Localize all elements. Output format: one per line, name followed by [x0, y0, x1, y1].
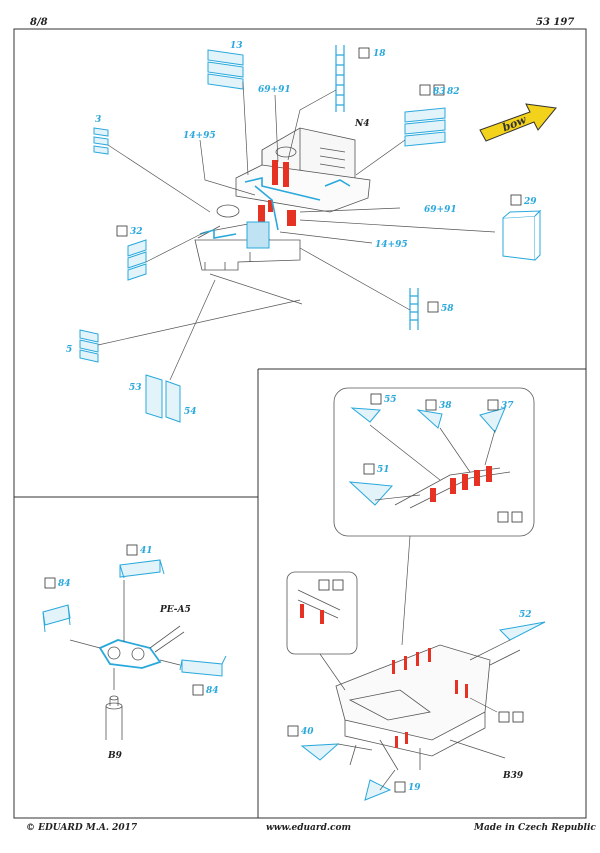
symbol-icons	[44, 47, 524, 793]
part-labels: 13 18 69+91 83 82 3 14+95 69+91 29 32 14…	[58, 41, 537, 793]
label-13: 13	[230, 41, 243, 51]
paint-icon	[497, 511, 509, 523]
bend-icon	[358, 47, 370, 59]
part-84b	[179, 655, 227, 677]
label-N4: N4	[354, 119, 370, 129]
bridge-assembly	[194, 127, 371, 271]
glue-icon	[332, 579, 344, 591]
label-37: 37	[501, 401, 514, 411]
label-54: 54	[184, 407, 197, 417]
part-84a	[42, 604, 71, 633]
label-B39: B39	[502, 771, 524, 781]
paint-red-detail	[430, 466, 492, 502]
bend-icon	[192, 684, 204, 696]
label-41: 41	[140, 546, 153, 556]
footer-copyright: © EDUARD M.A. 2017	[26, 823, 138, 833]
label-PE-A5: PE-A5	[159, 605, 191, 615]
label-83: 83	[433, 87, 446, 97]
part-13	[207, 49, 244, 90]
bend-icon	[419, 84, 431, 96]
footer-made-in: Made in Czech Republic	[474, 823, 596, 833]
paint-icon	[394, 781, 406, 793]
paint-icon	[433, 84, 445, 96]
label-B9: B9	[107, 751, 123, 761]
kit-code: 53 197	[536, 17, 575, 28]
leader-lines-bottom	[319, 424, 511, 791]
part-32	[127, 239, 147, 281]
label-14-95-a: 14+95	[183, 131, 216, 141]
paint-icon	[487, 399, 499, 411]
part-18-ladder	[335, 45, 345, 112]
label-53: 53	[129, 383, 142, 393]
label-84-a: 84	[58, 579, 71, 589]
label-84-b: 84	[206, 686, 219, 696]
part-83	[404, 107, 446, 147]
bend-icon	[510, 194, 522, 206]
label-5: 5	[66, 345, 72, 355]
parts-detail-blue	[348, 407, 506, 506]
label-69-91-a: 69+91	[258, 85, 291, 95]
label-55: 55	[384, 395, 397, 405]
glue-icon	[512, 711, 524, 723]
label-32: 32	[130, 227, 143, 237]
pe-parts-bridge	[199, 176, 351, 249]
paint-icon	[363, 463, 375, 475]
label-3: 3	[95, 115, 101, 125]
paint-red-small-detail	[300, 604, 324, 624]
label-14-95-b: 14+95	[375, 240, 408, 250]
parts-53-54-doors	[145, 374, 181, 423]
deck-assembly	[335, 644, 521, 771]
leader-lines-top	[97, 81, 496, 381]
paint-icon	[370, 393, 382, 405]
mast-platform	[69, 580, 185, 740]
label-58: 58	[441, 304, 454, 314]
bend-icon	[116, 225, 128, 237]
bend-icon	[126, 544, 138, 556]
label-38: 38	[439, 401, 452, 411]
label-52: 52	[519, 610, 532, 620]
part-41	[119, 559, 165, 579]
label-19: 19	[408, 783, 421, 793]
parts-deck-blue	[300, 621, 546, 801]
bow-arrow	[479, 103, 557, 142]
label-bow: bow	[500, 113, 528, 134]
paint-red-deck	[392, 648, 468, 748]
label-69-91-b: 69+91	[424, 205, 457, 215]
glue-icon	[511, 511, 523, 523]
label-40: 40	[301, 727, 314, 737]
label-18: 18	[373, 49, 386, 59]
part-5	[79, 329, 99, 363]
part-29	[502, 209, 542, 261]
bend-icon	[44, 577, 56, 589]
paint-icon	[287, 725, 299, 737]
label-51: 51	[377, 465, 390, 475]
label-82: 82	[447, 87, 460, 97]
paint-icon	[318, 579, 330, 591]
label-29: 29	[523, 197, 537, 207]
part-3	[93, 127, 109, 155]
footer-website[interactable]: www.eduard.com	[266, 823, 352, 833]
page-number: 8/8	[30, 17, 48, 28]
paint-icon	[425, 399, 437, 411]
bend-icon	[427, 301, 439, 313]
paint-icon	[498, 711, 510, 723]
paint-red-bridge	[258, 160, 296, 227]
part-58-ladder	[409, 288, 419, 330]
sheet-border	[13, 28, 587, 819]
